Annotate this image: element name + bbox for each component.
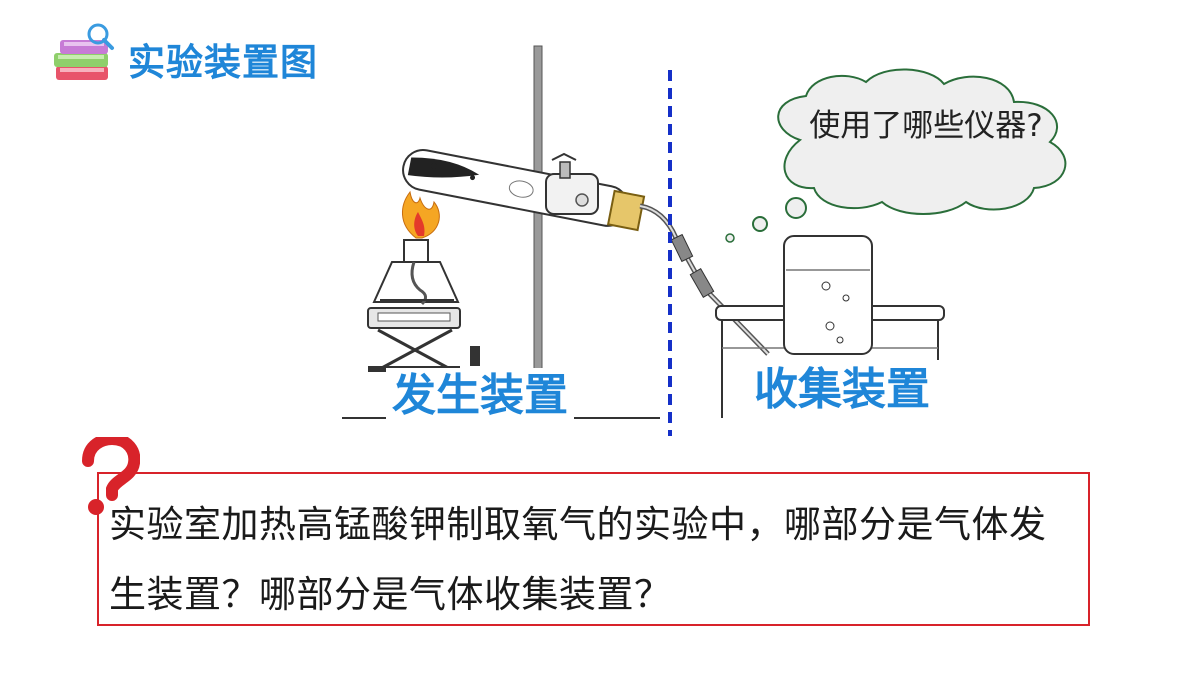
question-text: 实验室加热高锰酸钾制取氧气的实验中，哪部分是气体发生装置？哪部分是气体收集装置？ — [109, 503, 1047, 616]
flame — [402, 190, 440, 239]
thought-bubble-text: 使用了哪些仪器? — [809, 108, 1043, 144]
page-title: 实验装置图 — [128, 41, 318, 84]
page-header: 实验装置图 — [52, 22, 372, 92]
question-box: 实验室加热高锰酸钾制取氧气的实验中，哪部分是气体发生装置？哪部分是气体收集装置？ — [97, 472, 1090, 626]
book-stack-icon — [54, 23, 114, 80]
collector-label: 收集装置 — [748, 362, 936, 418]
alcohol-lamp — [372, 239, 460, 306]
question-mark-icon — [82, 437, 140, 515]
iron-stand-rod — [533, 45, 543, 419]
gas-collecting-bottle — [783, 235, 873, 355]
lab-jack — [367, 307, 461, 372]
delivery-tube — [639, 203, 770, 356]
generator-label: 发生装置 — [386, 368, 574, 424]
clamp — [545, 152, 599, 215]
thought-cloud — [725, 68, 1067, 243]
